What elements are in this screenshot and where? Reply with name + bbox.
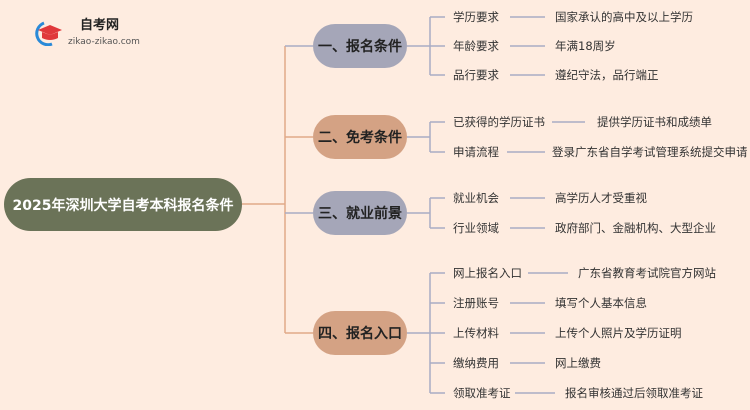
leaf-key: 就业机会 [453, 191, 499, 205]
graduation-cap-icon [35, 21, 62, 46]
leaf-key: 已获得的学历证书 [453, 115, 545, 129]
leaf-key: 注册账号 [453, 296, 499, 310]
leaf-value: 广东省教育考试院官方网站 [578, 266, 716, 280]
leaf-value: 填写个人基本信息 [555, 296, 647, 310]
logo-url: zikao-zikao.com [68, 37, 140, 47]
leaf-key: 品行要求 [453, 68, 499, 82]
leaf-value: 年满18周岁 [555, 39, 616, 53]
leaf-value: 高学历人才受重视 [555, 191, 647, 205]
leaf-key: 学历要求 [453, 10, 499, 24]
leaf-key: 行业领域 [453, 221, 499, 235]
leaf-key: 申请流程 [453, 145, 499, 159]
leaf-key: 网上报名入口 [453, 266, 522, 280]
branch-exemption-conditions[interactable]: 二、免考条件 [313, 115, 407, 159]
leaf-key: 缴纳费用 [453, 356, 499, 370]
branch-employment-prospects[interactable]: 三、就业前景 [313, 191, 407, 235]
leaf-key: 年龄要求 [453, 39, 499, 53]
branch-registration-portal[interactable]: 四、报名入口 [313, 311, 407, 355]
logo-title: 自考网 [80, 18, 120, 33]
leaf-value: 登录广东省自学考试管理系统提交申请 [552, 145, 748, 159]
leaf-value: 报名审核通过后领取准考证 [565, 386, 703, 400]
leaf-value: 政府部门、金融机构、大型企业 [555, 221, 716, 235]
leaf-value: 提供学历证书和成绩单 [597, 115, 712, 129]
leaf-value: 网上缴费 [555, 356, 601, 370]
leaf-key: 领取准考证 [453, 386, 511, 400]
root-node[interactable]: 2025年深圳大学自考本科报名条件 [4, 178, 242, 231]
logo: 自考网 zikao-zikao.com [30, 18, 170, 52]
leaf-key: 上传材料 [453, 326, 499, 340]
branch-registration-conditions[interactable]: 一、报名条件 [313, 24, 407, 68]
leaf-value: 国家承认的高中及以上学历 [555, 10, 693, 24]
leaf-value: 上传个人照片及学历证明 [555, 326, 682, 340]
leaf-value: 遵纪守法，品行端正 [555, 68, 659, 82]
